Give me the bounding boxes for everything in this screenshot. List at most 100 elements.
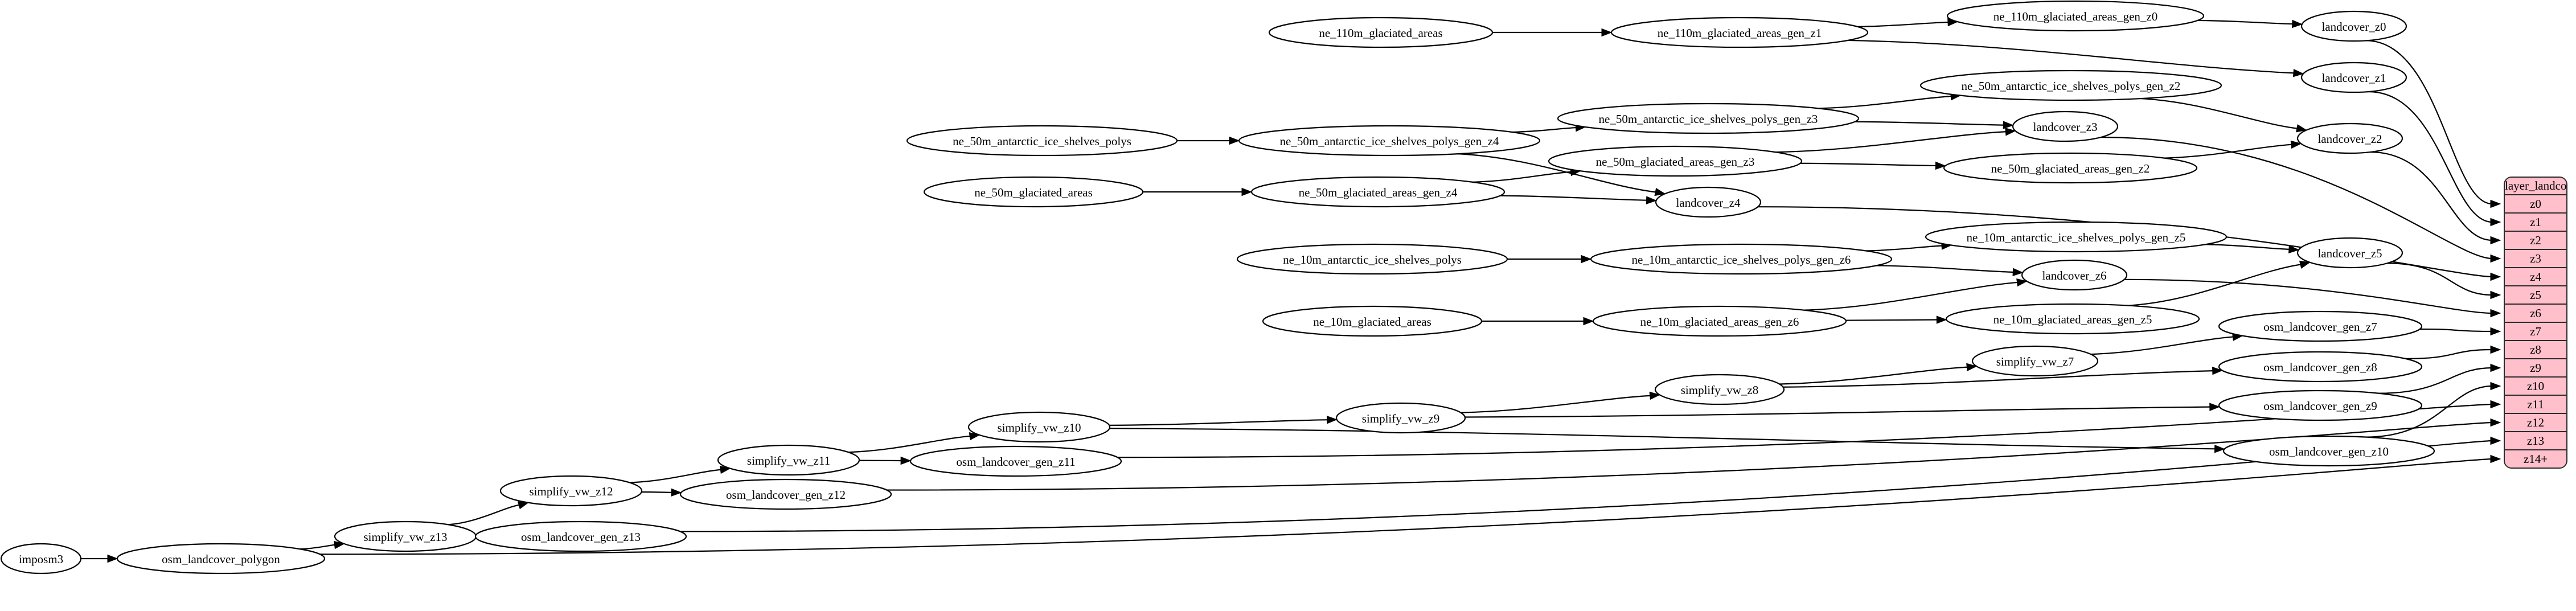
node-shape: [1548, 145, 1803, 177]
node-label: ne_10m_antarctic_ice_shelves_polys_gen_z…: [1632, 253, 1851, 266]
node-ne_50m_antarctic_ice_shelves_polys_gen_z2[interactable]: ne_50m_antarctic_ice_shelves_polys_gen_z…: [1919, 69, 2222, 101]
layer-table-row-z5[interactable]: z5: [2505, 286, 2566, 305]
edge-arrowhead: [2290, 140, 2302, 149]
layer-table-row-z14+[interactable]: z14+: [2505, 450, 2566, 468]
layer-table-row-z13[interactable]: z13: [2505, 432, 2566, 450]
node-landcover_z4[interactable]: landcover_z4: [1655, 186, 1762, 218]
layer-table-row-z8[interactable]: z8: [2505, 341, 2566, 359]
node-shape: [1925, 221, 2228, 253]
node-landcover_z5[interactable]: landcover_z5: [2296, 237, 2403, 269]
edge-arrowhead: [107, 554, 118, 563]
node-label: ne_110m_glaciated_areas: [1319, 26, 1442, 40]
node-label: ne_50m_glaciated_areas_gen_z4: [1299, 186, 1458, 199]
node-landcover_z2[interactable]: landcover_z2: [2296, 122, 2403, 154]
edge-osm_landcover_gen_z8-to-layer_landcover.z8: [2405, 348, 2493, 359]
node-shape: [0, 543, 82, 575]
node-landcover_z0[interactable]: landcover_z0: [2300, 10, 2407, 42]
layer-table-row-z1[interactable]: z1: [2505, 214, 2566, 232]
node-simplify_vw_z12[interactable]: simplify_vw_z12: [499, 475, 643, 507]
node-imposm3[interactable]: imposm3: [0, 543, 82, 575]
edge-ne_10m_glaciated_areas_gen_z5-to-landcover_z5: [2128, 264, 2302, 306]
node-label: simplify_vw_z10: [998, 421, 1081, 434]
edge-ne_50m_glaciated_areas_gen_z3-to-ne_50m_glaciated_areas_gen_z2: [1800, 162, 1937, 167]
node-ne_50m_glaciated_areas_gen_z3[interactable]: ne_50m_glaciated_areas_gen_z3: [1548, 145, 1803, 177]
edge-arrowhead: [1654, 187, 1666, 196]
node-ne_50m_antarctic_ice_shelves_polys_gen_z3[interactable]: ne_50m_antarctic_ice_shelves_polys_gen_z…: [1557, 102, 1860, 134]
edge-ne_10m_glaciated_areas_gen_z6-to-landcover_z6: [1804, 281, 2019, 311]
node-label: landcover_z0: [2321, 20, 2386, 34]
node-simplify_vw_z7[interactable]: simplify_vw_z7: [1971, 345, 2099, 377]
edge-arrowhead: [2288, 245, 2300, 253]
layer-table-row-z9[interactable]: z9: [2505, 359, 2566, 378]
edge-arrowhead: [2209, 403, 2221, 411]
node-osm_landcover_gen_z10[interactable]: osm_landcover_gen_z10: [2222, 435, 2435, 467]
node-shape: [2012, 110, 2119, 142]
layer-table-row-z2[interactable]: z2: [2505, 232, 2566, 250]
node-ne_50m_antarctic_ice_shelves_polys_gen_z4[interactable]: ne_50m_antarctic_ice_shelves_polys_gen_z…: [1238, 125, 1541, 157]
edge-arrowhead: [2490, 254, 2501, 263]
node-ne_50m_antarctic_ice_shelves_polys[interactable]: ne_50m_antarctic_ice_shelves_polys: [906, 125, 1178, 157]
node-label: osm_landcover_gen_z12: [726, 488, 846, 502]
node-ne_10m_antarctic_ice_shelves_polys_gen_z6[interactable]: ne_10m_antarctic_ice_shelves_polys_gen_z…: [1590, 243, 1893, 275]
edge-osm_landcover_polygon-to-simplify_vw_z13: [300, 544, 336, 550]
node-ne_110m_glaciated_areas[interactable]: ne_110m_glaciated_areas: [1268, 17, 1494, 48]
node-ne_10m_glaciated_areas[interactable]: ne_10m_glaciated_areas: [1262, 305, 1483, 337]
node-ne_50m_glaciated_areas[interactable]: ne_50m_glaciated_areas: [923, 176, 1144, 208]
node-osm_landcover_gen_z9[interactable]: osm_landcover_gen_z9: [2218, 389, 2423, 421]
node-ne_10m_antarctic_ice_shelves_polys[interactable]: ne_10m_antarctic_ice_shelves_polys: [1236, 243, 1508, 275]
node-simplify_vw_z13[interactable]: simplify_vw_z13: [334, 520, 477, 552]
node-ne_50m_glaciated_areas_gen_z2[interactable]: ne_50m_glaciated_areas_gen_z2: [1943, 152, 2198, 184]
node-osm_landcover_gen_z11[interactable]: osm_landcover_gen_z11: [909, 445, 1122, 477]
node-shape: [2218, 310, 2423, 342]
edge-arrowhead: [900, 456, 912, 465]
edge-arrowhead: [2490, 400, 2501, 409]
edge-arrowhead: [2012, 268, 2024, 277]
layer-table-row-z12[interactable]: z12: [2505, 414, 2566, 432]
node-ne_50m_glaciated_areas_gen_z4[interactable]: ne_50m_glaciated_areas_gen_z4: [1250, 176, 1506, 208]
node-simplify_vw_z10[interactable]: simplify_vw_z10: [967, 411, 1111, 443]
node-osm_landcover_gen_z7[interactable]: osm_landcover_gen_z7: [2218, 310, 2423, 342]
node-simplify_vw_z8[interactable]: simplify_vw_z8: [1654, 374, 1785, 405]
layer-table-row-z4[interactable]: z4: [2505, 268, 2566, 286]
edge-simplify_vw_z12-to-simplify_vw_z11: [629, 469, 722, 483]
layer-table-row-z0[interactable]: z0: [2505, 195, 2566, 214]
node-shape: [1590, 243, 1893, 275]
edge-arrowhead: [1581, 255, 1592, 264]
layer-table-row-z6[interactable]: z6: [2505, 305, 2566, 323]
node-ne_110m_glaciated_areas_gen_z0[interactable]: ne_110m_glaciated_areas_gen_z0: [1946, 0, 2205, 32]
edge-ne_50m_antarctic_ice_shelves_polys_gen_z3-to-landcover_z3: [1855, 121, 2005, 126]
node-label: landcover_z1: [2321, 71, 2386, 85]
node-simplify_vw_z11[interactable]: simplify_vw_z11: [717, 444, 860, 476]
layer-table-row-z10[interactable]: z10: [2505, 378, 2566, 396]
layer-landcover-table[interactable]: layer_landcover z0z1z2z3z4z5z6z7z8z9z10z…: [2504, 177, 2567, 469]
node-ne_110m_glaciated_areas_gen_z1[interactable]: ne_110m_glaciated_areas_gen_z1: [1610, 17, 1869, 48]
node-osm_landcover_gen_z8[interactable]: osm_landcover_gen_z8: [2218, 351, 2423, 383]
node-landcover_z3[interactable]: landcover_z3: [2012, 110, 2119, 142]
edge-landcover_z3-to-layer_landcover.z3: [2101, 136, 2493, 260]
node-label: landcover_z6: [2042, 269, 2106, 282]
edge-arrowhead: [1646, 196, 1657, 204]
edge-ne_10m_glaciated_areas_gen_z6-to-ne_10m_glaciated_areas_gen_z5: [1845, 319, 1938, 321]
edge-osm_landcover_gen_z9-to-layer_landcover.z9: [2378, 367, 2493, 394]
node-osm_landcover_polygon[interactable]: osm_landcover_polygon: [116, 543, 326, 575]
node-shape: [1236, 243, 1508, 275]
node-simplify_vw_z9[interactable]: simplify_vw_z9: [1335, 402, 1466, 434]
node-shape: [717, 444, 860, 476]
node-osm_landcover_gen_z12[interactable]: osm_landcover_gen_z12: [679, 478, 892, 510]
node-osm_landcover_gen_z13[interactable]: osm_landcover_gen_z13: [474, 520, 687, 552]
node-landcover_z1[interactable]: landcover_z1: [2300, 61, 2407, 93]
layer-table-row-z11[interactable]: z11: [2505, 396, 2566, 414]
node-ne_10m_glaciated_areas_gen_z6[interactable]: ne_10m_glaciated_areas_gen_z6: [1592, 305, 1847, 337]
node-label: ne_50m_glaciated_areas_gen_z2: [1991, 162, 2150, 175]
edge-arrowhead: [1241, 187, 1253, 196]
node-label: osm_landcover_gen_z13: [521, 530, 641, 544]
node-label: ne_110m_glaciated_areas_gen_z0: [1993, 10, 2157, 23]
layer-table-row-z7[interactable]: z7: [2505, 323, 2566, 341]
edge-simplify_vw_z11-to-simplify_vw_z10: [848, 435, 971, 453]
node-landcover_z6[interactable]: landcover_z6: [2021, 259, 2128, 291]
layer-table-row-z3[interactable]: z3: [2505, 250, 2566, 268]
node-ne_10m_glaciated_areas_gen_z5[interactable]: ne_10m_glaciated_areas_gen_z5: [1945, 303, 2200, 335]
node-label: osm_landcover_gen_z10: [2269, 445, 2389, 458]
node-ne_10m_antarctic_ice_shelves_polys_gen_z5[interactable]: ne_10m_antarctic_ice_shelves_polys_gen_z…: [1925, 221, 2228, 253]
node-shape: [1946, 0, 2205, 32]
